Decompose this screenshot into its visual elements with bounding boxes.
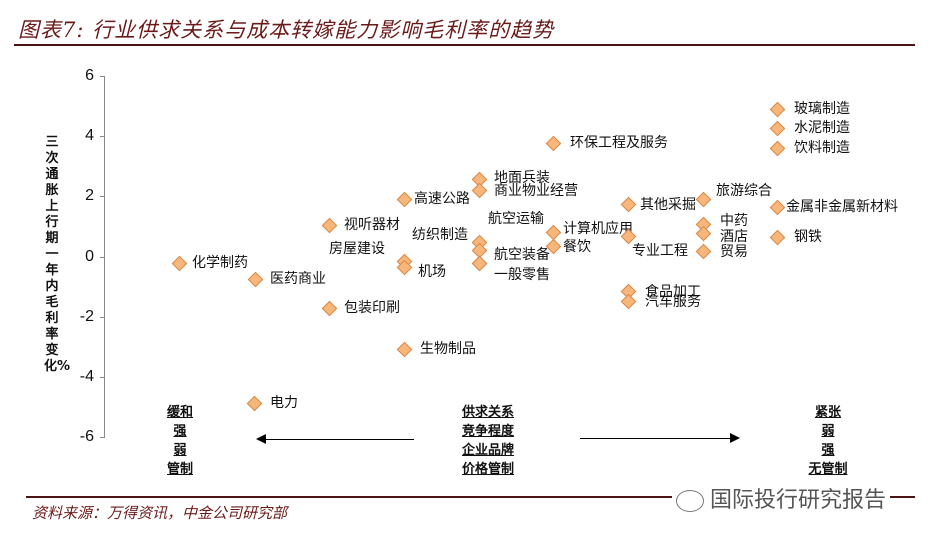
data-point-label: 环保工程及服务 bbox=[570, 135, 668, 151]
data-point-label: 水泥制造 bbox=[794, 120, 850, 136]
y-tick-label: 0 bbox=[85, 247, 94, 265]
chart-title: 图表7: 行业供求关系与成本转嫁能力影响毛利率的趋势 bbox=[18, 18, 555, 42]
y-tick bbox=[100, 437, 104, 439]
data-point-label: 玻璃制造 bbox=[794, 101, 850, 117]
data-point-diamond-icon bbox=[471, 255, 488, 272]
legend-left-line: 缓和 bbox=[166, 405, 193, 420]
data-point-diamond-icon bbox=[396, 191, 413, 208]
data-point-diamond-icon bbox=[321, 300, 338, 317]
data-point-diamond-icon bbox=[695, 243, 712, 260]
data-point-label: 食品加工 bbox=[645, 284, 701, 300]
legend-left-line: 弱 bbox=[173, 443, 187, 458]
wechat-icon bbox=[676, 490, 704, 512]
data-point-diamond-icon bbox=[321, 217, 338, 234]
data-point-label: 专业工程 bbox=[632, 243, 688, 259]
data-point-label: 机场 bbox=[418, 264, 446, 280]
data-point-label: 计算机应用 bbox=[563, 221, 633, 237]
footer-rule bbox=[26, 496, 915, 498]
legend-center-line: 企业品牌 bbox=[461, 443, 514, 458]
data-point-diamond-icon bbox=[171, 255, 188, 272]
y-tick-label: 6 bbox=[85, 67, 94, 84]
data-point-diamond-icon bbox=[769, 120, 786, 137]
legend-center-line: 价格管制 bbox=[461, 462, 514, 477]
data-point-diamond-icon bbox=[620, 293, 637, 310]
y-tick bbox=[100, 196, 104, 198]
data-point-label: 其他采掘 bbox=[640, 197, 696, 213]
data-point-diamond-icon bbox=[769, 140, 786, 157]
data-point-label: 包装印刷 bbox=[344, 300, 400, 316]
data-point-label: 中药 bbox=[720, 213, 748, 229]
legend-right-line: 无管制 bbox=[808, 462, 848, 477]
data-point-label: 饮料制造 bbox=[794, 140, 850, 156]
legend-right: 紧张 弱 强 无管制 bbox=[798, 403, 858, 479]
data-point-label: 航空装备 bbox=[494, 247, 550, 263]
y-tick bbox=[100, 76, 104, 77]
data-point-label: 商业物业经营 bbox=[494, 183, 578, 199]
legend-center: 供求关系 竞争程度 企业品牌 价格管制 bbox=[452, 403, 524, 479]
data-point-label: 生物制品 bbox=[420, 341, 476, 357]
data-point-label: 酒店 bbox=[720, 229, 748, 245]
legend-right-line: 强 bbox=[821, 443, 835, 458]
watermark-text: 国际投行研究报告 bbox=[710, 488, 887, 513]
y-tick-label: 4 bbox=[85, 127, 94, 145]
data-point-diamond-icon bbox=[769, 229, 786, 246]
y-tick-label: -2 bbox=[79, 307, 94, 325]
data-point-label: 贸易 bbox=[720, 244, 748, 260]
y-tick-label: 2 bbox=[85, 187, 94, 205]
data-point-label: 一般零售 bbox=[494, 267, 550, 283]
y-axis-line bbox=[104, 76, 105, 438]
y-axis-label: 三次通胀上行期一年内毛利率变化% bbox=[44, 135, 71, 374]
data-point-label: 电力 bbox=[270, 395, 298, 411]
data-point-diamond-icon bbox=[769, 199, 786, 216]
arrow-right-line bbox=[580, 438, 732, 439]
watermark: 国际投行研究报告 bbox=[672, 482, 891, 514]
legend-left: 缓和 强 弱 管制 bbox=[160, 403, 200, 479]
data-point-diamond-icon bbox=[247, 271, 264, 288]
legend-left-line: 管制 bbox=[166, 462, 193, 477]
legend-center-line: 供求关系 bbox=[461, 405, 514, 420]
data-point-label: 钢铁 bbox=[794, 229, 822, 245]
data-point-diamond-icon bbox=[246, 395, 263, 412]
data-point-label: 餐饮 bbox=[563, 239, 591, 255]
data-point-diamond-icon bbox=[471, 182, 488, 199]
data-point-label: 化学制药 bbox=[192, 255, 248, 271]
data-point-label: 旅游综合 bbox=[716, 183, 772, 199]
data-point-label: 医药商业 bbox=[270, 271, 326, 287]
y-tick bbox=[100, 256, 104, 258]
data-point-diamond-icon bbox=[695, 191, 712, 208]
data-point-diamond-icon bbox=[769, 101, 786, 118]
legend-center-line: 竞争程度 bbox=[461, 424, 514, 439]
data-point-label: 房屋建设 bbox=[329, 241, 385, 257]
data-point-label: 地面兵装 bbox=[494, 170, 550, 186]
y-tick bbox=[100, 316, 104, 318]
data-point-label: 纺织制造 bbox=[412, 227, 468, 243]
data-point-label: 航空运输 bbox=[488, 211, 544, 227]
arrow-left-line bbox=[264, 439, 414, 440]
y-tick bbox=[100, 377, 104, 378]
source-note: 资料来源：万得资讯，中金公司研究部 bbox=[32, 504, 288, 522]
y-tick bbox=[100, 136, 104, 138]
legend-right-line: 弱 bbox=[821, 424, 835, 439]
data-point-diamond-icon bbox=[620, 196, 637, 213]
title-rule bbox=[14, 44, 915, 46]
data-point-label: 金属非金属新材料 bbox=[786, 199, 898, 215]
data-point-label: 汽车服务 bbox=[645, 294, 701, 310]
data-point-diamond-icon bbox=[545, 135, 562, 152]
arrow-left-head-icon bbox=[256, 434, 266, 444]
data-point-diamond-icon bbox=[695, 225, 712, 242]
legend-right-line: 紧张 bbox=[814, 405, 841, 420]
data-point-label: 高速公路 bbox=[414, 191, 470, 207]
y-tick-label: -6 bbox=[79, 428, 94, 446]
data-point-label: 视听器材 bbox=[344, 217, 400, 233]
arrow-right-head-icon bbox=[730, 433, 740, 443]
y-tick-label: -4 bbox=[79, 368, 94, 385]
data-point-diamond-icon bbox=[396, 341, 413, 358]
legend-left-line: 强 bbox=[173, 424, 187, 439]
